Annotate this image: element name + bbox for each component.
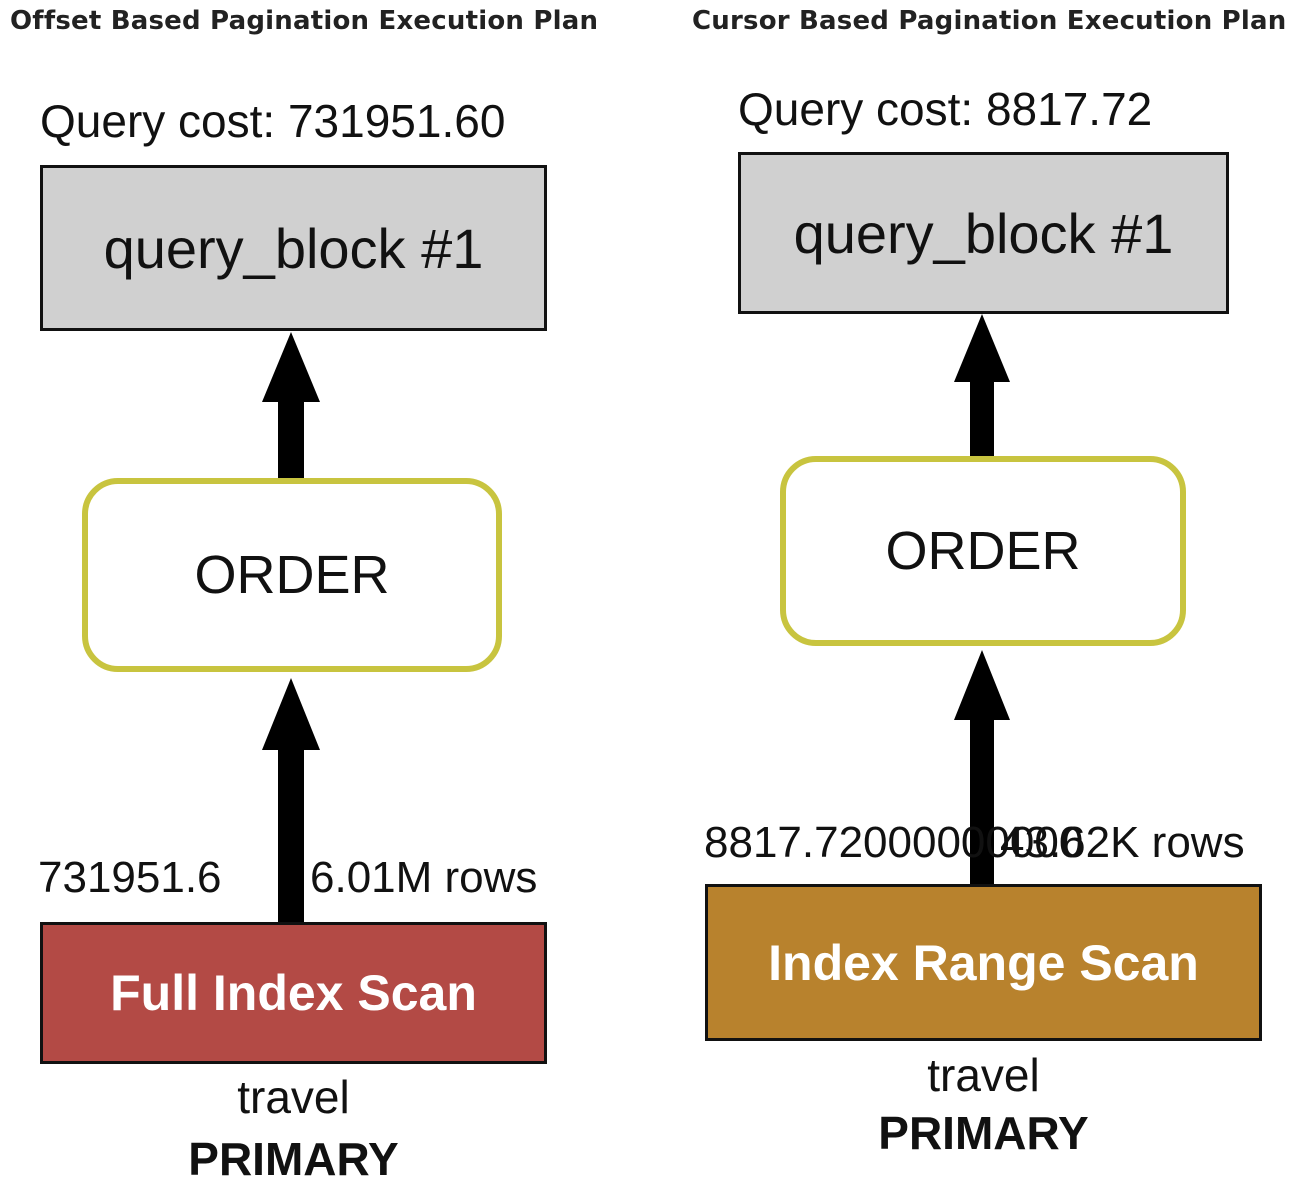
right-arrow-order-to-block	[954, 314, 1010, 458]
right-table-name: travel	[927, 1049, 1040, 1101]
right-order-node: ORDER	[780, 456, 1186, 646]
right-query-block-label: query_block #1	[793, 201, 1174, 265]
left-query-cost: Query cost: 731951.60	[40, 95, 506, 147]
left-edge-cost: 731951.6	[38, 853, 222, 902]
left-arrow-scan-to-order	[262, 678, 320, 924]
left-query-block-node: query_block #1	[40, 165, 547, 331]
right-edge-cost: 8817.72000000000	[704, 818, 1084, 867]
left-order-label: ORDER	[194, 545, 390, 605]
right-order-label: ORDER	[885, 521, 1081, 581]
left-query-block-label: query_block #1	[103, 216, 484, 280]
right-query-cost: Query cost: 8817.72	[738, 83, 1153, 135]
left-arrow-order-to-block	[262, 332, 320, 480]
right-scan-node: Index Range Scan	[705, 884, 1262, 1041]
left-scan-node: Full Index Scan	[40, 922, 547, 1064]
left-table-name: travel	[237, 1071, 350, 1123]
right-arrow-scan-to-order	[954, 650, 1010, 886]
left-scan-label: Full Index Scan	[110, 965, 477, 1021]
right-scan-label: Index Range Scan	[768, 934, 1199, 991]
right-heading: Cursor Based Pagination Execution Plan	[692, 6, 1287, 36]
right-query-block-node: query_block #1	[738, 152, 1229, 314]
left-edge-rows: 6.01M rows	[310, 853, 538, 902]
right-edge-rows: 43.62K rows	[1000, 818, 1245, 867]
right-index-name: PRIMARY	[878, 1107, 1089, 1159]
left-index-name: PRIMARY	[188, 1133, 399, 1185]
left-order-node: ORDER	[82, 478, 502, 672]
left-heading: Offset Based Pagination Execution Plan	[10, 6, 599, 36]
